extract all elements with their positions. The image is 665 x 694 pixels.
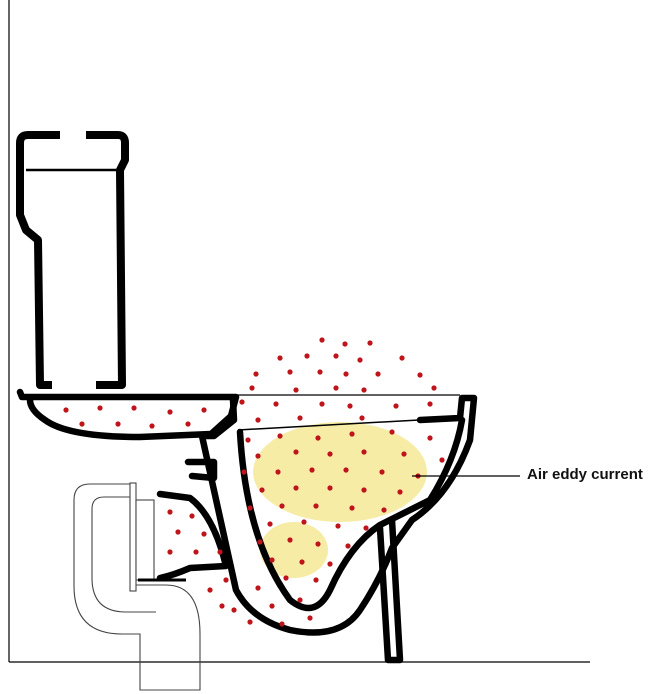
cistern [16,131,129,389]
cistern-lid-gap [60,131,86,139]
eddy-region-small [260,522,328,578]
air-eddy-current-label: Air eddy current [527,466,643,483]
eddy-region-large [253,422,427,522]
toilet-bowl [16,388,478,664]
droplet-plume [63,337,445,627]
waste-pipe [73,482,201,691]
cistern-base-gap [52,381,96,389]
